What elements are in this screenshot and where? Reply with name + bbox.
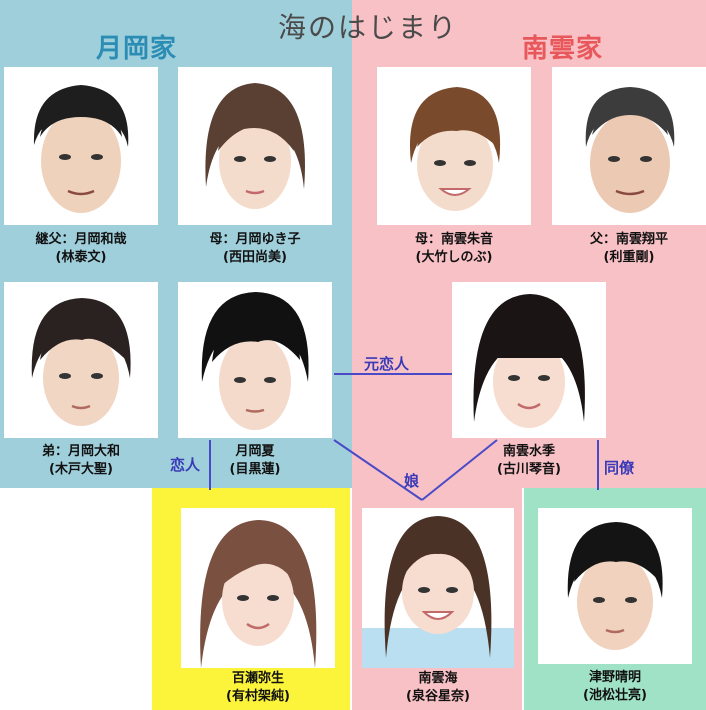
person-name-akane: 母：南雲朱音 <box>414 232 493 247</box>
portrait-shohei <box>552 67 706 225</box>
person-card-yukiko: 母：月岡ゆき子 (西田尚美) <box>178 67 332 272</box>
actor-name-haruaki: (池松壮亮) <box>583 688 647 703</box>
relation-colleague: 同僚 <box>604 459 635 477</box>
portrait-kazuya <box>4 67 158 225</box>
face-illustration-icon <box>33 85 129 213</box>
actor-name-yukiko: (西田尚美) <box>223 250 287 265</box>
person-card-akane: 母：南雲朱音 (大竹しのぶ) <box>377 67 531 272</box>
face-illustration-icon <box>201 292 309 430</box>
person-name-kazuya: 継父：月岡和哉 <box>35 232 127 247</box>
relation-daughter: 娘 <box>404 472 420 490</box>
person-card-natsu: 月岡夏 (目黒蓮) <box>178 282 332 482</box>
actor-name-natsu: (目黒蓮) <box>229 462 281 477</box>
person-card-kazuya: 継父：月岡和哉 (林泰文) <box>4 67 158 272</box>
face-illustration-icon <box>473 294 585 428</box>
chart-title: 海のはじまり <box>277 11 458 44</box>
person-name-natsu: 月岡夏 <box>235 444 275 459</box>
family-label-nagumo: 南雲家 <box>522 34 604 64</box>
portrait-yamato <box>4 282 158 438</box>
face-illustration-icon <box>409 87 501 211</box>
person-name-shohei: 父：南雲翔平 <box>589 232 668 247</box>
person-card-haruaki: 津野晴明 (池松壮亮) <box>538 508 692 708</box>
person-name-yayoi: 百瀬弥生 <box>231 671 284 686</box>
actor-name-shohei: (利重剛) <box>603 250 655 265</box>
person-name-yukiko: 母：月岡ゆき子 <box>209 232 301 247</box>
person-card-yamato: 弟：月岡大和 (木戸大聖) <box>4 282 158 482</box>
face-illustration-icon <box>200 520 317 668</box>
face-illustration-icon <box>362 516 514 668</box>
person-card-shohei: 父：南雲翔平 (利重剛) <box>552 67 706 272</box>
line-daughter-left <box>333 439 423 501</box>
relation-lover: 恋人 <box>170 456 201 474</box>
portrait-haruaki <box>538 508 692 664</box>
actor-name-yayoi: (有村架純) <box>226 689 290 704</box>
face-illustration-icon <box>205 83 305 209</box>
portrait-umi <box>362 508 514 668</box>
person-card-mizuki: 南雲水季 (古川琴音) <box>452 282 606 482</box>
person-name-mizuki: 南雲水季 <box>502 444 555 459</box>
relation-ex-lover: 元恋人 <box>364 355 410 373</box>
face-illustration-icon <box>567 522 663 650</box>
family-label-tsukioka: 月岡家 <box>96 34 178 64</box>
actor-name-akane: (大竹しのぶ) <box>415 250 493 265</box>
portrait-yukiko <box>178 67 332 225</box>
portrait-mizuki <box>452 282 606 438</box>
portrait-yayoi <box>181 508 335 668</box>
line-daughter-right <box>421 439 498 501</box>
actor-name-mizuki: (古川琴音) <box>497 462 561 477</box>
person-name-haruaki: 津野晴明 <box>588 670 641 685</box>
person-name-umi: 南雲海 <box>418 671 458 686</box>
actor-name-umi: (泉谷星奈) <box>406 689 470 704</box>
face-illustration-icon <box>31 298 131 426</box>
actor-name-kazuya: (林泰文) <box>55 250 107 265</box>
person-card-umi: 南雲海 (泉谷星奈) <box>362 508 514 708</box>
actor-name-yamato: (木戸大聖) <box>49 462 113 477</box>
person-name-yamato: 弟：月岡大和 <box>41 444 120 459</box>
person-card-yayoi: 百瀬弥生 (有村架純) <box>181 508 335 708</box>
portrait-akane <box>377 67 531 225</box>
face-illustration-icon <box>585 87 675 213</box>
portrait-natsu <box>178 282 332 438</box>
